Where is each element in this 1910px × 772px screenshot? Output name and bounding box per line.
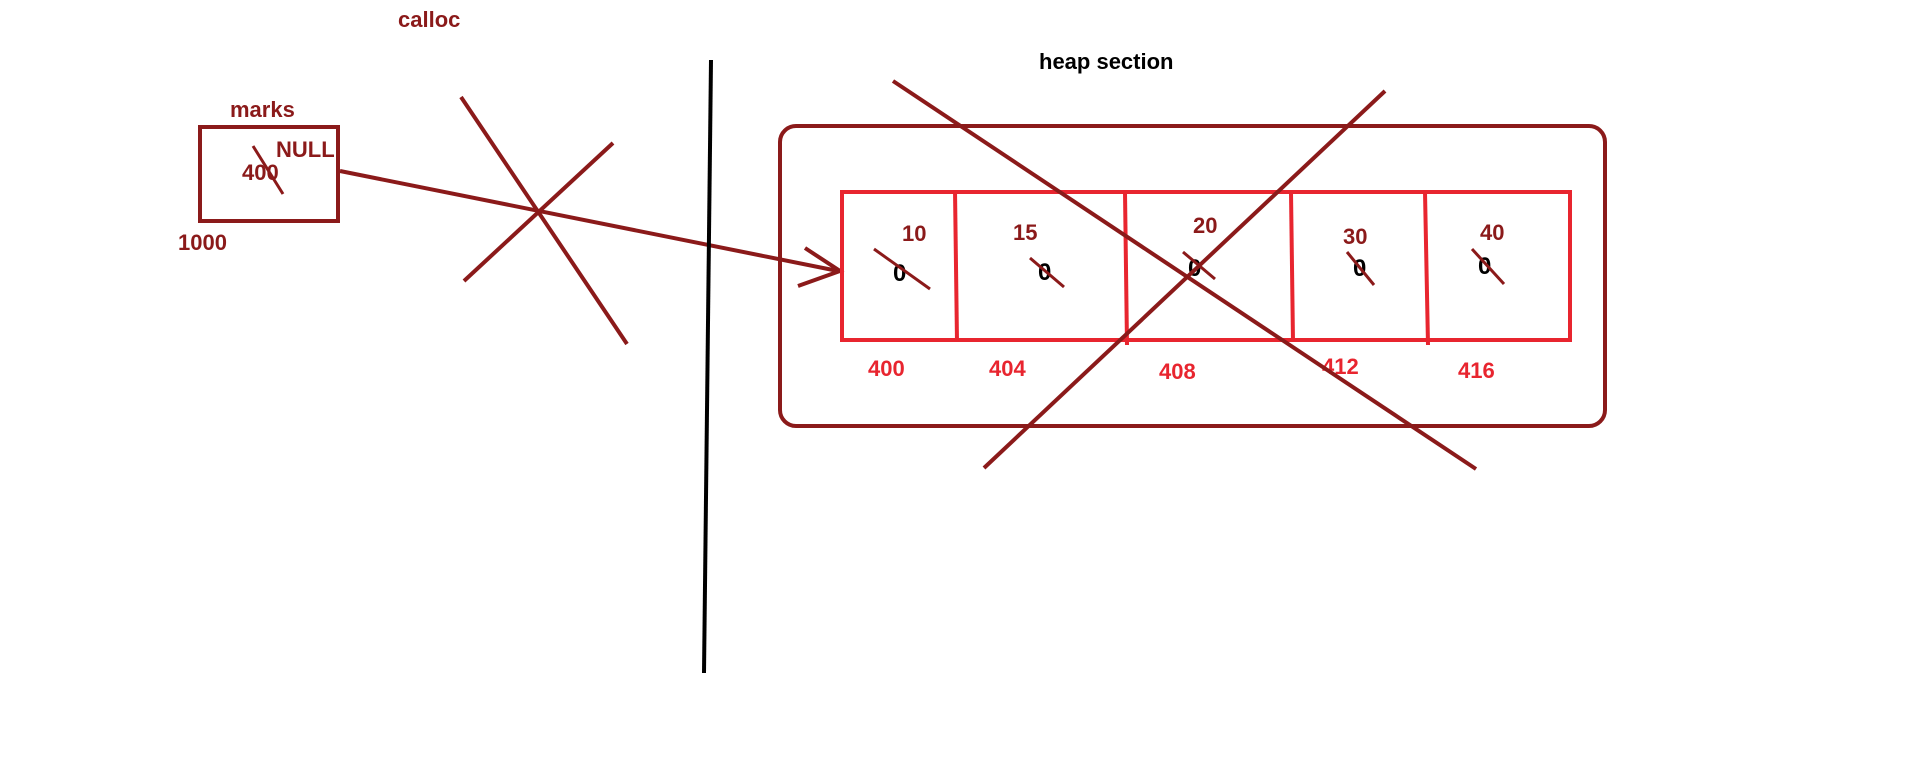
free-cross-line-1 <box>459 95 629 346</box>
cell-divider <box>1289 191 1295 343</box>
memory-cell: 10 0 400 <box>868 221 931 381</box>
free-cross-line-2 <box>462 141 615 283</box>
cell-strike <box>1029 256 1065 289</box>
cell-strike <box>1345 251 1376 286</box>
cell-value: 40 <box>1480 220 1504 245</box>
cell-initial-value: 0 <box>1038 259 1051 286</box>
heap-cross-line-2 <box>982 89 1387 470</box>
cell-address: 404 <box>989 356 1026 381</box>
pointer-box <box>198 125 340 223</box>
pointer-value: 400 <box>242 160 279 185</box>
cell-strike <box>1470 247 1506 286</box>
cell-address: 412 <box>1322 354 1359 379</box>
pointer-initial-value: NULL <box>276 137 335 162</box>
cell-value: 15 <box>1013 220 1037 245</box>
pointer-value-strike <box>251 145 285 195</box>
cell-value: 10 <box>902 221 926 246</box>
memory-cell: 30 0 412 <box>1322 224 1376 379</box>
cell-divider <box>1423 191 1430 346</box>
memory-cell: 40 0 416 <box>1458 220 1506 383</box>
heap-cross-line-1 <box>891 79 1478 471</box>
heap-section-box <box>778 124 1607 428</box>
cell-divider <box>953 189 959 343</box>
cell-value: 30 <box>1343 224 1367 249</box>
memory-cell: 20 0 408 <box>1159 213 1217 384</box>
cell-address: 400 <box>868 356 905 381</box>
cell-address: 416 <box>1458 358 1495 383</box>
cell-divider <box>1123 191 1129 346</box>
cell-value: 20 <box>1193 213 1217 238</box>
pointer-address: 1000 <box>178 230 227 255</box>
heap-section-label: heap section <box>1039 49 1173 74</box>
cell-strike <box>873 247 931 291</box>
memory-block <box>840 190 1572 342</box>
stack-heap-divider <box>702 59 713 674</box>
memory-cell: 15 0 404 <box>989 220 1065 381</box>
pointer-name-label: marks <box>230 97 295 122</box>
title-label: calloc <box>398 7 460 32</box>
pointer-arrow-line <box>339 169 839 273</box>
cell-address: 408 <box>1159 359 1196 384</box>
